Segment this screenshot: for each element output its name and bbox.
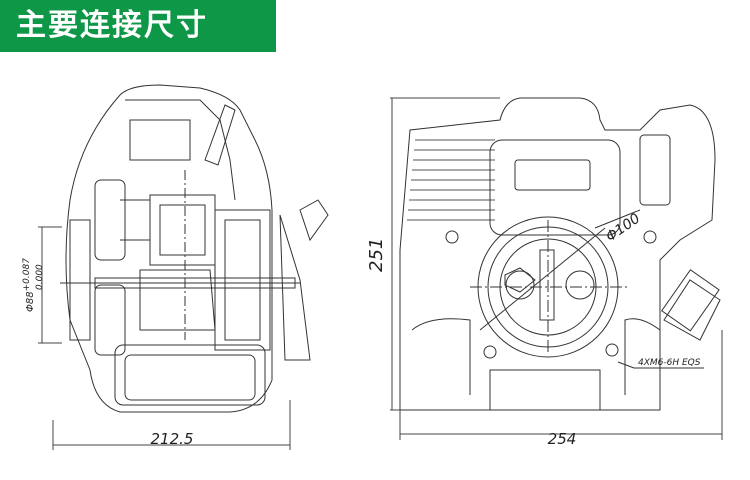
left-dimensions: [38, 226, 291, 450]
right-width-label: 254: [548, 430, 577, 448]
left-sectional-view: [60, 84, 329, 413]
bore-tolerance-lower: 0.000: [35, 264, 45, 290]
left-width-label: 212.5: [151, 430, 194, 448]
flange-diameter-label: Φ100: [603, 210, 643, 245]
bolt-spec-label: 4XM6-6H EQS: [638, 358, 701, 368]
page-title: 主要连接尺寸: [16, 8, 208, 43]
height-label: 251: [366, 238, 387, 272]
bore-diameter-label: Φ88+0.087: [22, 258, 36, 312]
right-front-view: [399, 97, 721, 411]
right-dimensions: [390, 97, 723, 440]
title-banner: 主要连接尺寸: [0, 0, 276, 52]
